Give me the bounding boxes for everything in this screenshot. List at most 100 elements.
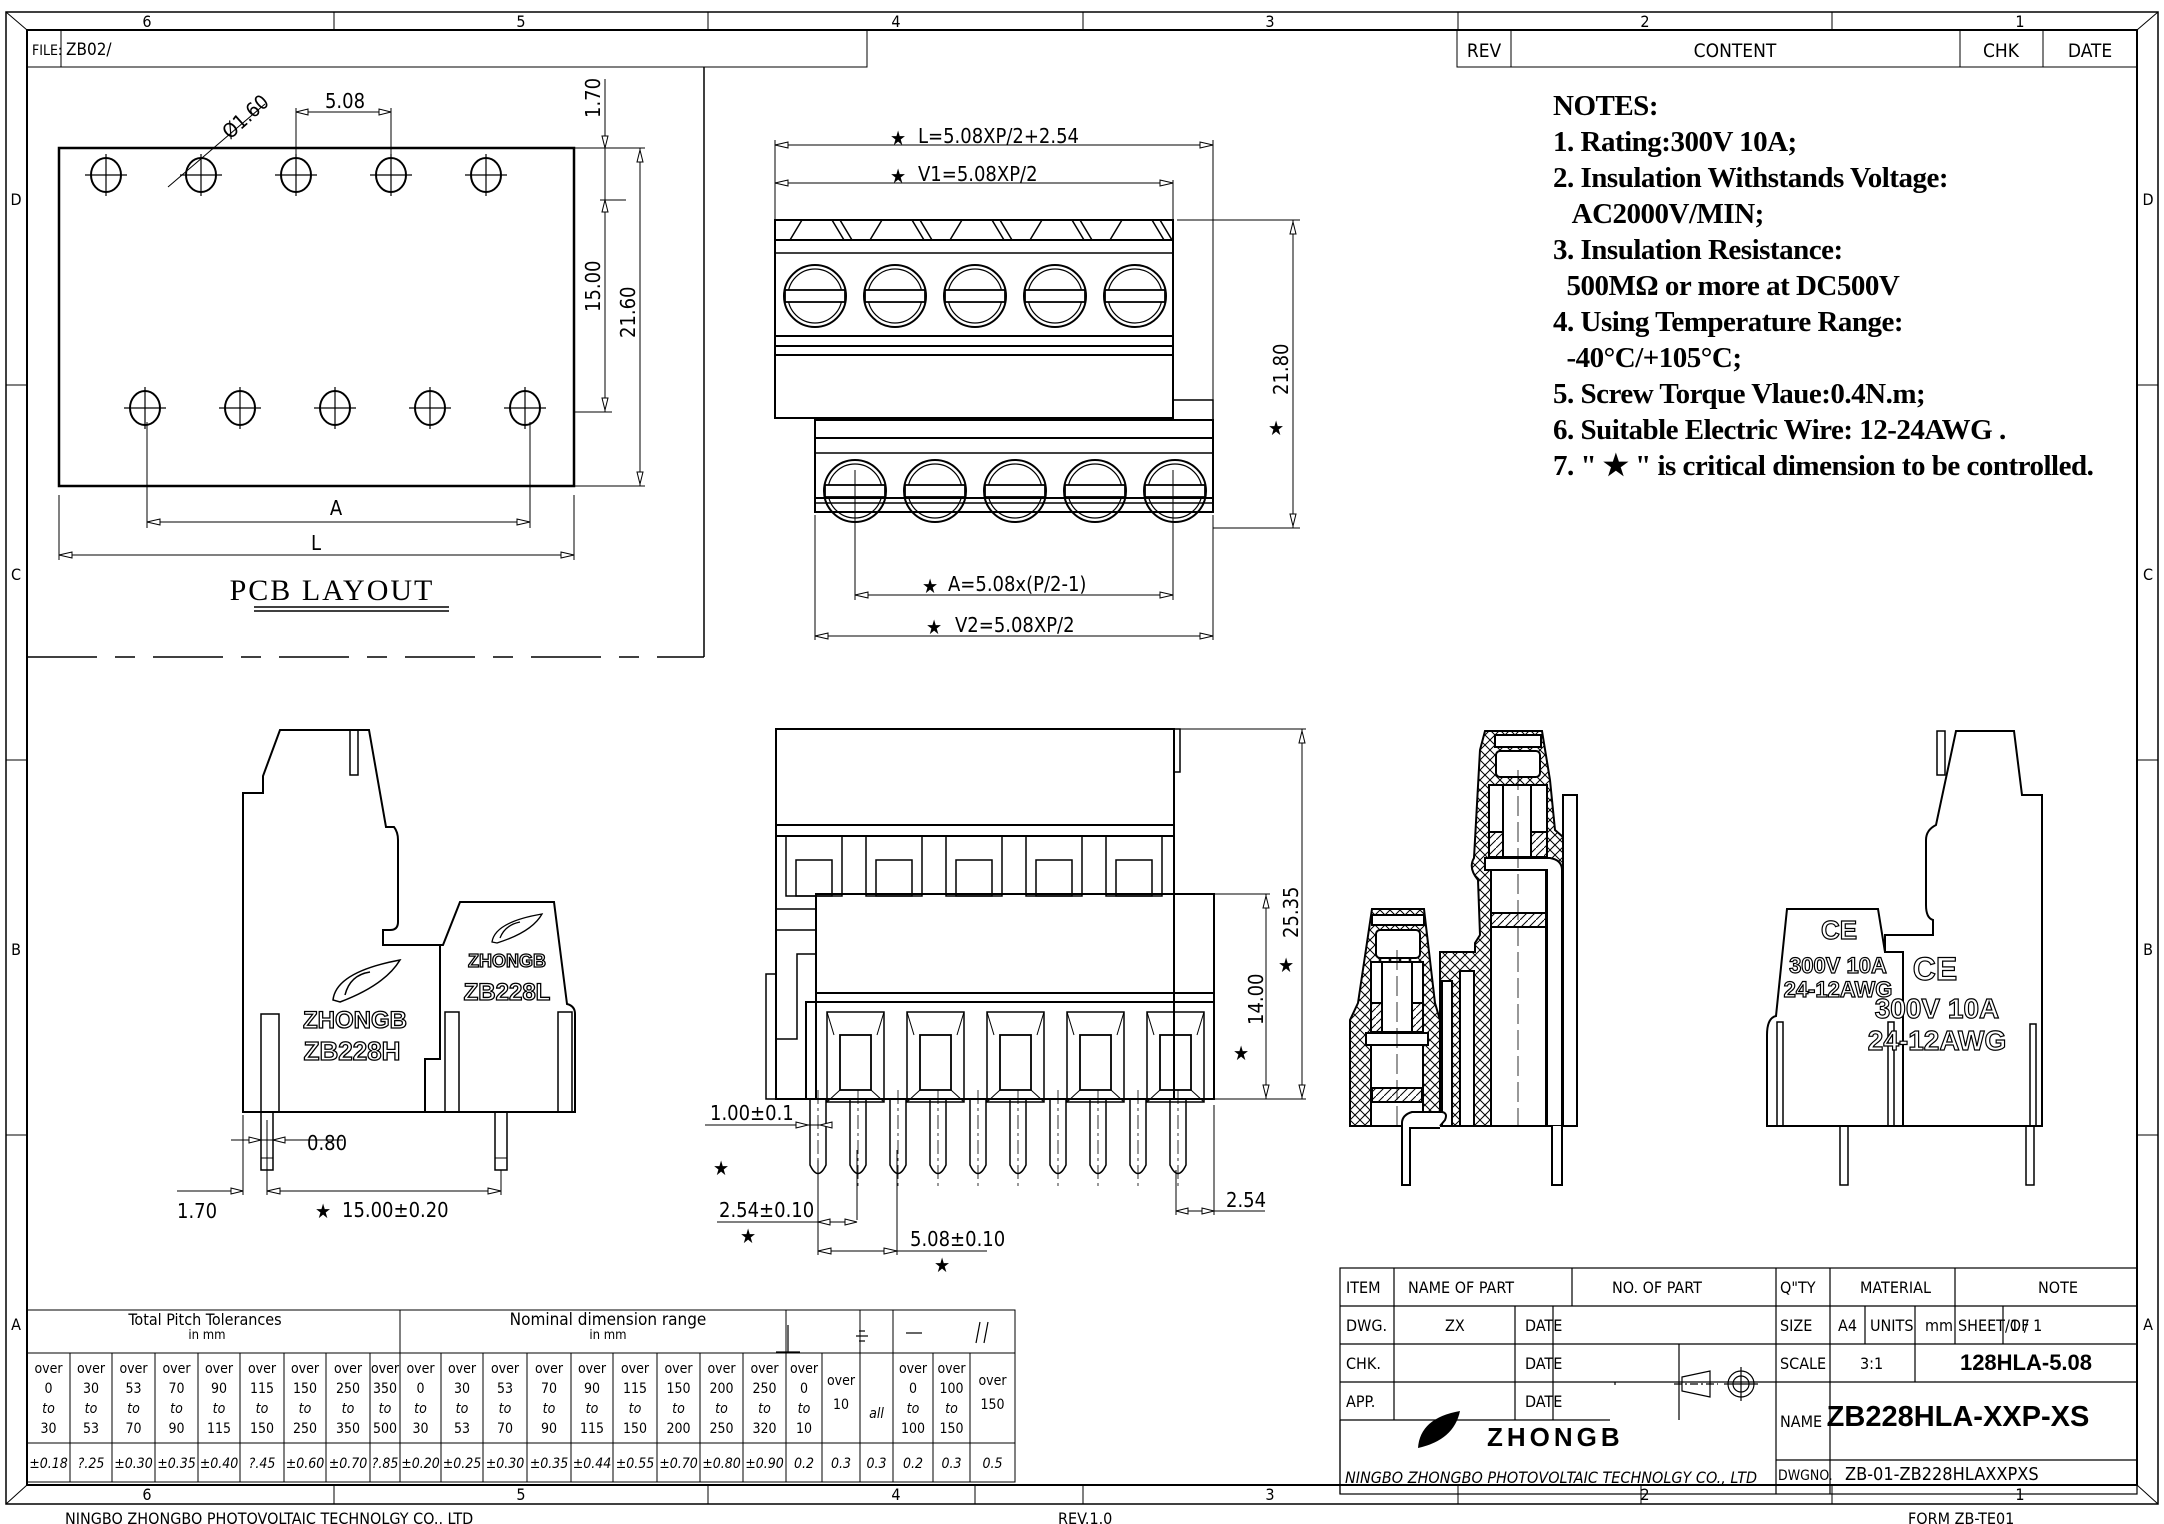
tolerance-range-text: over <box>664 1361 693 1377</box>
dim-pitch: 5.08 <box>325 89 365 113</box>
company-logo-icon <box>1418 1411 1460 1448</box>
tolerance-range-text: over <box>334 1361 363 1377</box>
wire-entry <box>1109 219 1173 241</box>
screw-head <box>943 264 1007 328</box>
tolerance-range-text: 90 <box>541 1421 557 1437</box>
side-view-dims <box>177 1115 502 1195</box>
zone-top-4: 4 <box>891 12 900 31</box>
tb-dwgno-value: ZB-01-ZB228HLAXXPXS <box>1845 1464 2039 1485</box>
side-model-l: ZB228L <box>464 979 551 1006</box>
tolerance-range-text: 70 <box>497 1421 513 1437</box>
upper-wire-slot <box>1025 835 1083 897</box>
tolerance-range-text: to <box>672 1401 685 1417</box>
tolerance-range-text: over <box>119 1361 148 1377</box>
tolerance-range-text: over <box>406 1361 435 1377</box>
file-value: ZB02/ <box>66 40 112 60</box>
tolerance-value: ±0.55 <box>616 1456 655 1472</box>
tb-size-value: A4 <box>1838 1316 1857 1335</box>
tolerance-range-text: 53 <box>83 1421 99 1437</box>
tb-name-of-part: NAME OF PART <box>1408 1278 1514 1297</box>
tolerance-range-text: 10 <box>833 1397 849 1413</box>
dim-front-pin-width: 1.00±0.1 <box>710 1101 794 1125</box>
tolerance-range-text: 115 <box>623 1381 647 1397</box>
tolerance-value: ±0.20 <box>401 1456 440 1472</box>
pin <box>1129 1090 1147 1190</box>
zone-side-b-right: B <box>2143 940 2153 959</box>
tolerance-range-text: 0 <box>909 1381 917 1397</box>
tolerance-range-text: over <box>248 1361 277 1377</box>
tb-size-label: SIZE <box>1780 1316 1812 1335</box>
lower-wire-slot <box>826 1011 885 1103</box>
side-brand-h: ZHONGB <box>303 1007 407 1034</box>
dim-total-height: 21.60 <box>616 287 640 339</box>
tolerance-range-text: over <box>790 1361 819 1377</box>
tolerance-value: ±0.90 <box>745 1456 784 1472</box>
zone-side-a: A <box>11 1315 21 1334</box>
tolerance-range-text: 70 <box>541 1381 557 1397</box>
chk-header: CHK <box>1983 40 2020 62</box>
tolerance-range-text: over <box>77 1361 106 1377</box>
rear-ce-large: CE <box>1913 951 1957 987</box>
upper-wire-slot <box>1105 835 1163 897</box>
tolerance-range-text: 150 <box>980 1397 1004 1413</box>
zone-top-5: 5 <box>516 12 525 31</box>
tolerance-range-text: over <box>578 1361 607 1377</box>
dim-side-pin-offset: 1.70 <box>177 1199 217 1223</box>
tb-no-of-part: NO. OF PART <box>1612 1278 1702 1297</box>
tb-qty: Q"TY <box>1780 1278 1816 1297</box>
dim-hole-diameter: Ø1.60 <box>217 90 273 144</box>
tolerance-value: ±0.30 <box>486 1456 525 1472</box>
tolerance-range-text: over <box>448 1361 477 1377</box>
tolerance-value: ?.45 <box>249 1456 276 1472</box>
tolerance-range-text: 115 <box>580 1421 604 1437</box>
tolerance-range-text: over <box>937 1361 966 1377</box>
tolerance-range-text: 30 <box>83 1381 99 1397</box>
tolerance-range-text: 200 <box>709 1381 733 1397</box>
rev-header: REV <box>1467 40 1502 62</box>
tolerance-range-text: to <box>543 1401 556 1417</box>
tolerance-range-text: 30 <box>454 1381 470 1397</box>
tolerance-range-text: 115 <box>207 1421 231 1437</box>
screw-head <box>1143 459 1207 523</box>
tolerance-range-text: over <box>371 1361 400 1377</box>
screw-head <box>863 264 927 328</box>
file-label: FILE: <box>32 43 62 59</box>
side-logo-l <box>491 913 544 944</box>
tolerance-range-text: over <box>750 1361 779 1377</box>
tb-scale-value: 3:1 <box>1860 1354 1883 1373</box>
pin <box>1089 1090 1107 1190</box>
pcb-hole <box>504 387 546 429</box>
screw-head <box>1063 459 1127 523</box>
tolerance-range-text: to <box>213 1401 226 1417</box>
tolerance-range-text: 53 <box>497 1381 513 1397</box>
tol-group1-title: Total Pitch Tolerances <box>127 1310 281 1329</box>
dim-edge-offset: 1.70 <box>581 78 605 118</box>
tol-group2-unit: in mm <box>589 1328 626 1343</box>
note-line: 7. " ★ " is critical dimension to be con… <box>1553 450 2094 482</box>
tolerance-range-text: over <box>978 1373 1007 1389</box>
tol-group2-title: Nominal dimension range <box>510 1310 707 1330</box>
content-header: CONTENT <box>1694 40 1777 62</box>
tolerance-range-text: 30 <box>412 1421 428 1437</box>
tb-units-label: UNITS <box>1870 1316 1913 1335</box>
rear-awg-large: 24-12AWG <box>1868 1025 2007 1056</box>
star-v1: ★ <box>890 164 906 188</box>
tolerance-range-text: to <box>170 1401 183 1417</box>
tolerance-range-text: to <box>629 1401 642 1417</box>
footer-form: FORM ZB-TE01 <box>1908 1509 2014 1524</box>
tolerance-range-text: to <box>379 1401 392 1417</box>
tolerance-range-text: over <box>899 1361 928 1377</box>
star-front-row-pitch: ★ <box>934 1253 950 1277</box>
tb-scale-label: SCALE <box>1780 1354 1826 1373</box>
tolerance-range-text: to <box>586 1401 599 1417</box>
tol-symbols <box>776 1321 989 1353</box>
star-front-lower: ★ <box>1233 1041 1249 1065</box>
tolerance-value: ±0.40 <box>200 1456 239 1472</box>
pin <box>1009 1090 1027 1190</box>
star-v2: ★ <box>926 615 942 639</box>
lower-wire-slot <box>986 1011 1045 1103</box>
rear-rating-large: 300V 10A <box>1875 993 2000 1024</box>
tb-chk-label: CHK. <box>1346 1354 1381 1373</box>
dim-front-lower-height: 14.00 <box>1244 974 1268 1026</box>
